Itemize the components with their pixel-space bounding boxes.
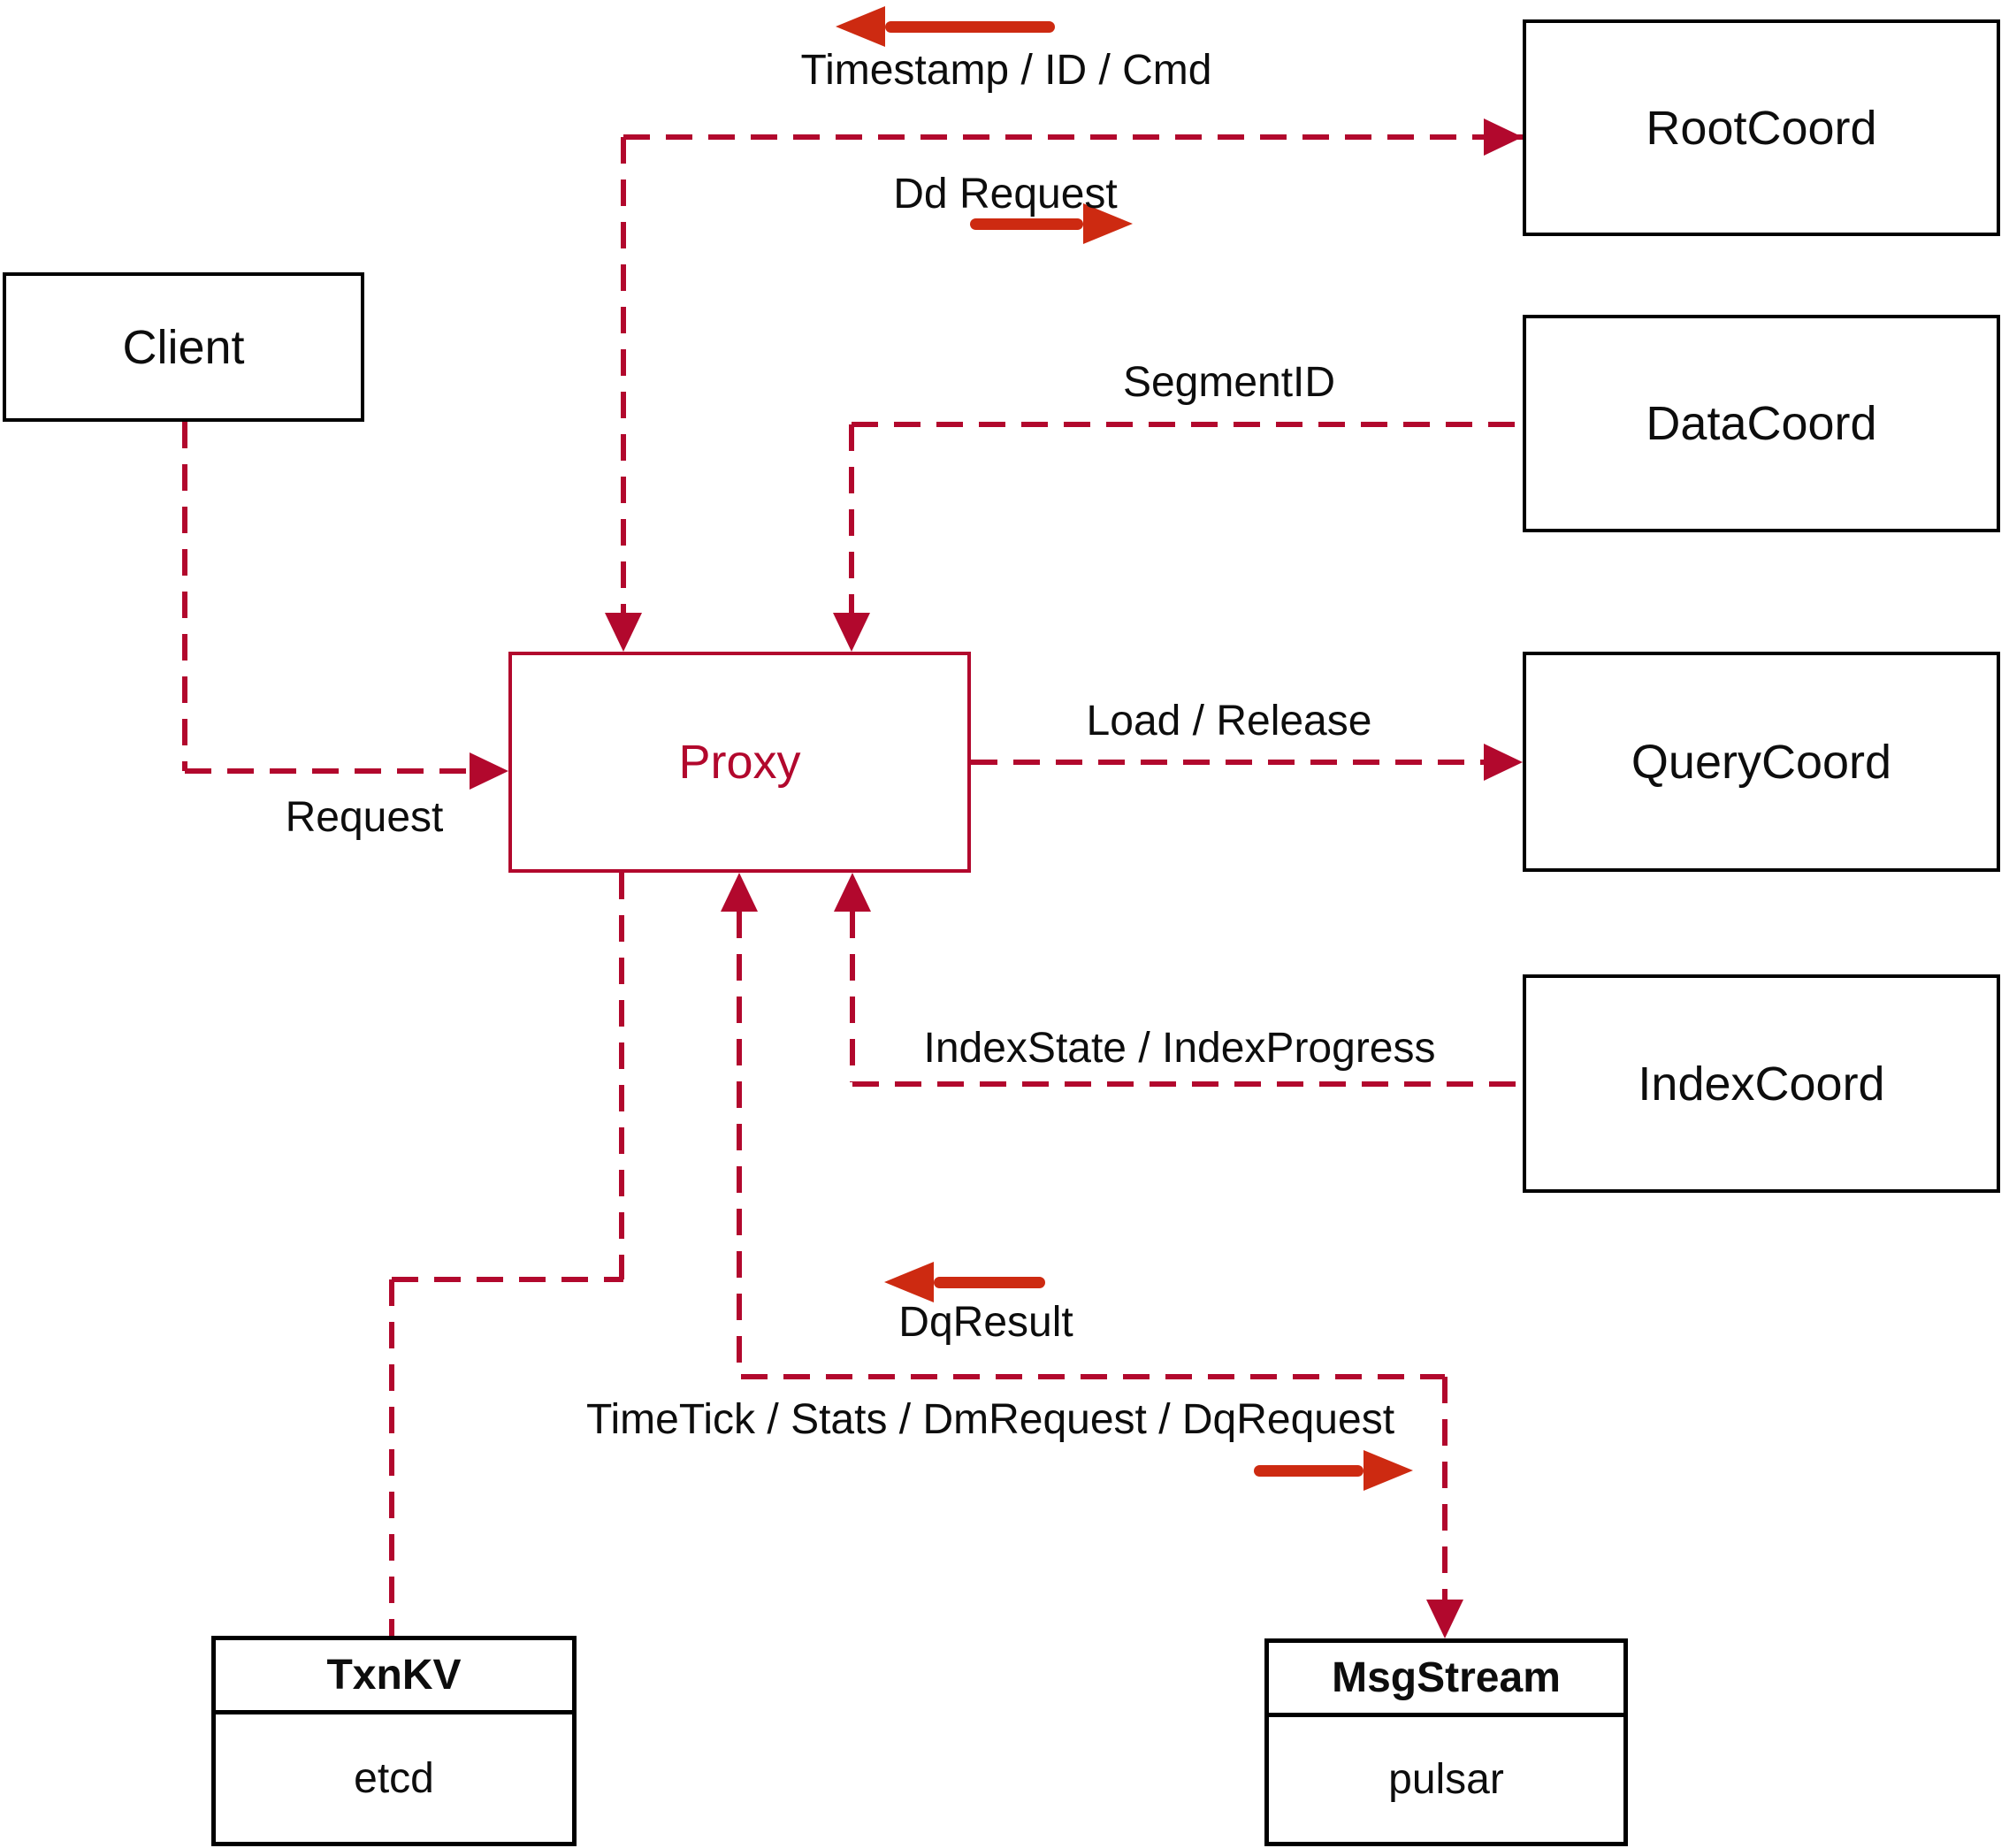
node-datacoord-label: DataCoord <box>1646 397 1877 450</box>
node-querycoord: QueryCoord <box>1523 652 2000 872</box>
edge-proxy-txnkv-horizontal <box>392 1277 623 1282</box>
node-client-label: Client <box>122 320 245 374</box>
edge-label-dqresult: DqResult <box>898 1299 1073 1346</box>
arrowhead-into-proxy-left <box>470 752 508 790</box>
arrow-bar <box>970 218 1083 230</box>
edge-label-dd-request: Dd Request <box>893 171 1118 218</box>
arrow-left-icon <box>884 1262 934 1302</box>
edge-proxy-rootcoord-horizontal <box>623 134 1523 140</box>
node-proxy-label: Proxy <box>678 736 801 789</box>
direction-arrow-right-dd-request <box>970 203 1133 244</box>
edge-proxy-msgstream-vertical <box>737 912 742 1377</box>
node-proxy: Proxy <box>508 652 971 873</box>
node-txnkv: TxnKV etcd <box>211 1636 577 1846</box>
arrow-right-icon <box>1364 1450 1413 1491</box>
arrowhead-msgstream-into-proxy <box>721 873 758 912</box>
edge-proxy-rootcoord-vertical <box>621 137 626 616</box>
edge-proxy-txnkv-vertical-upper <box>619 873 624 1279</box>
direction-arrow-right-timetick <box>1254 1450 1413 1491</box>
node-txnkv-title: TxnKV <box>216 1640 572 1714</box>
edge-datacoord-proxy-vertical <box>849 424 854 615</box>
arrowhead-into-rootcoord <box>1484 118 1523 156</box>
edge-label-segmentid: SegmentID <box>1122 359 1336 406</box>
edge-proxy-msgstream-horizontal <box>741 1374 1445 1379</box>
node-rootcoord-label: RootCoord <box>1646 101 1877 155</box>
arrow-left-icon <box>836 6 885 47</box>
node-client: Client <box>3 272 364 422</box>
arrow-bar <box>885 20 1055 33</box>
arrowhead-indexcoord-into-proxy <box>834 873 871 912</box>
edge-client-proxy-horizontal <box>185 768 470 774</box>
direction-arrow-left-timestamp <box>836 6 1055 47</box>
edge-datacoord-proxy-horizontal <box>852 422 1523 427</box>
edge-proxy-txnkv-vertical-lower <box>389 1279 394 1636</box>
edge-label-timestamp-id-cmd: Timestamp / ID / Cmd <box>800 47 1212 94</box>
arrowhead-rootcoord-into-proxy <box>605 613 642 652</box>
node-indexcoord-label: IndexCoord <box>1638 1057 1885 1111</box>
arrow-right-icon <box>1083 203 1133 244</box>
node-datacoord: DataCoord <box>1523 315 2000 532</box>
node-querycoord-label: QueryCoord <box>1631 735 1892 789</box>
edge-client-proxy-vertical <box>182 422 187 771</box>
node-msgstream-title: MsgStream <box>1269 1643 1623 1717</box>
node-indexcoord: IndexCoord <box>1523 974 2000 1193</box>
edge-msgstream-vertical-down <box>1442 1377 1448 1600</box>
edge-label-timetick-stats: TimeTick / Stats / DmRequest / DqRequest <box>585 1396 1395 1443</box>
node-msgstream-subtitle: pulsar <box>1388 1756 1504 1803</box>
edge-indexcoord-proxy-vertical <box>850 912 855 1082</box>
direction-arrow-left-dqresult <box>884 1262 1045 1302</box>
node-rootcoord: RootCoord <box>1523 19 2000 236</box>
arrow-bar <box>934 1276 1045 1288</box>
arrowhead-into-querycoord <box>1484 744 1523 781</box>
arrowhead-into-msgstream <box>1426 1600 1463 1638</box>
node-txnkv-subtitle: etcd <box>354 1754 434 1802</box>
arrowhead-datacoord-into-proxy <box>833 613 870 652</box>
edge-label-indexstate-indexprogress: IndexState / IndexProgress <box>923 1025 1436 1072</box>
node-msgstream: MsgStream pulsar <box>1264 1638 1628 1846</box>
edge-label-request: Request <box>285 794 444 841</box>
edge-proxy-querycoord <box>971 760 1484 765</box>
arrow-bar <box>1254 1464 1364 1477</box>
edge-indexcoord-proxy-horizontal <box>852 1081 1523 1087</box>
edge-label-load-release: Load / Release <box>1086 698 1372 745</box>
